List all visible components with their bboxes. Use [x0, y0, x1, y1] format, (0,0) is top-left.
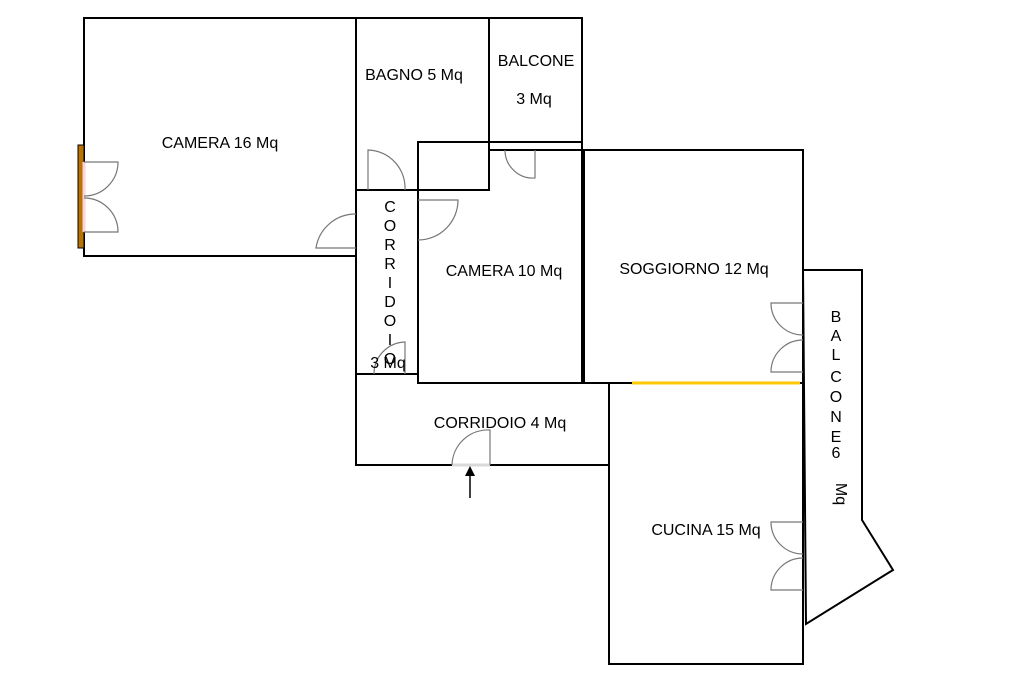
- entrance-arrow-icon: [465, 466, 475, 498]
- label-corridoio-4: CORRIDOIO 4 Mq: [434, 415, 566, 432]
- label-soggiorno: SOGGIORNO 12 Mq: [619, 261, 768, 278]
- room-balcone-3: [488, 17, 583, 151]
- door-cucina-balcone: [770, 521, 804, 591]
- corridoio3-letter: O: [384, 218, 396, 235]
- corridoio3-letter: I: [388, 275, 392, 292]
- room-balcone-6: [801, 269, 895, 626]
- door-camera16-corridoio: [315, 213, 357, 249]
- corridoio3-letter: C: [384, 199, 396, 216]
- balcone6-letter: E: [831, 429, 842, 446]
- balcone6-letter: O: [830, 389, 842, 406]
- balcone6-letter: L: [832, 347, 841, 364]
- corridoio3-letter: O: [384, 313, 396, 330]
- corridoio3-letter: D: [384, 294, 396, 311]
- door-balcone3: [504, 149, 536, 179]
- balcone6-letter: N: [830, 409, 842, 426]
- balcone6-letter: C: [830, 369, 842, 386]
- door-camera10: [417, 199, 459, 241]
- label-bagno: BAGNO 5 Mq: [365, 67, 463, 84]
- label-camera-10: CAMERA 10 Mq: [446, 263, 562, 280]
- door-camera16-window: [83, 161, 119, 233]
- corridoio3-letter: I: [388, 332, 392, 349]
- balcone6-number: 6: [832, 445, 841, 462]
- balcone6-unit: Mq: [832, 483, 849, 505]
- balcone6-letter: A: [831, 328, 842, 345]
- label-corridoio-3: C O R R I D O I O 3 Mq: [370, 199, 406, 372]
- corridoio3-letter: R: [384, 237, 396, 254]
- label-camera-16: CAMERA 16 Mq: [162, 135, 278, 152]
- label-cucina: CUCINA 15 Mq: [651, 522, 760, 539]
- corridoio3-letter: R: [384, 256, 396, 273]
- door-soggiorno-balcone: [770, 302, 804, 373]
- entrance-door: [451, 429, 491, 467]
- label-balcone3-line1: BALCONE: [498, 53, 574, 70]
- corridoio3-area: 3 Mq: [370, 355, 406, 372]
- watermark-logo: [464, 300, 560, 382]
- door-bagno: [367, 149, 406, 191]
- room-bagno: [355, 17, 490, 191]
- corridoio3-letter: O: [384, 351, 396, 368]
- door-corridoio3-bottom: [373, 341, 406, 375]
- label-balcone-6: B A L C O N E 6 Mq: [830, 309, 849, 505]
- balcone6-letter: B: [831, 309, 842, 326]
- label-balcone3-line2: 3 Mq: [516, 91, 552, 108]
